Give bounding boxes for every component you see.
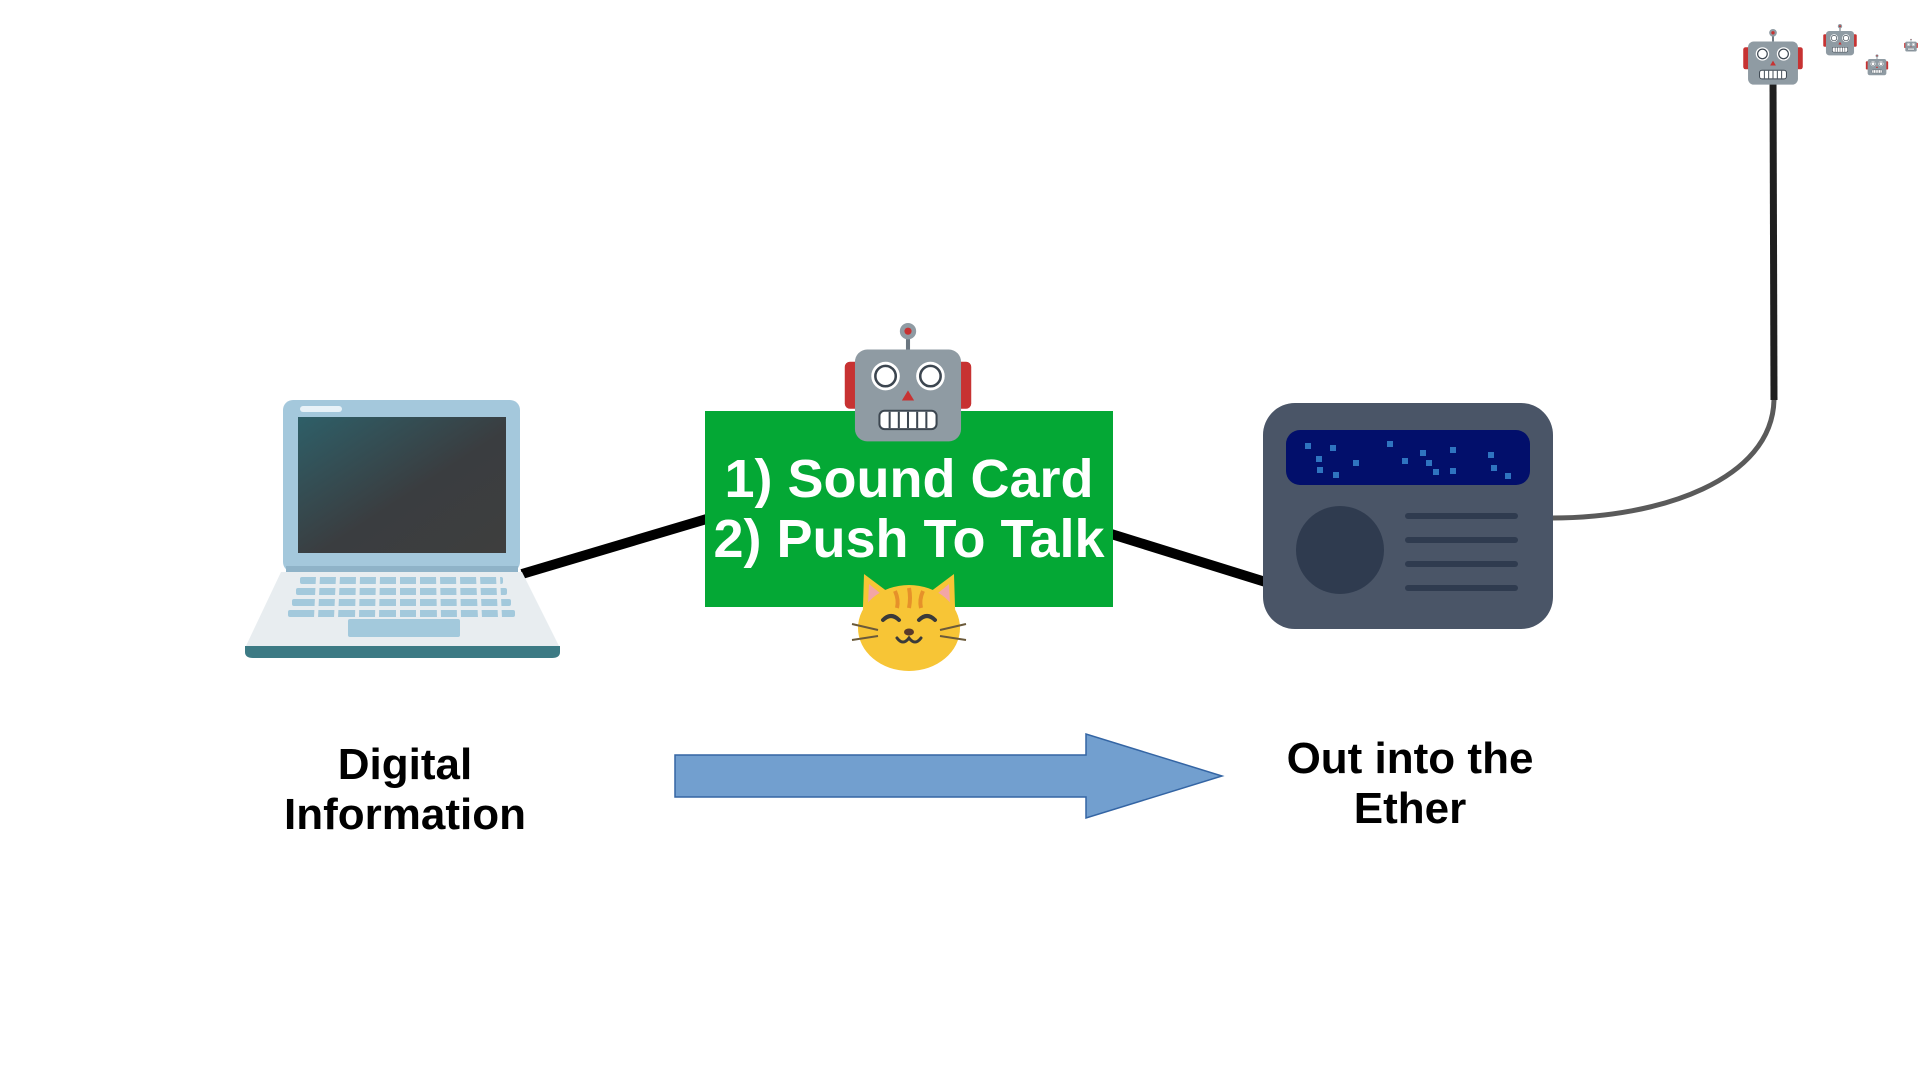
cable-laptop-to-modem — [520, 513, 712, 579]
cat-face-icon — [851, 574, 967, 671]
out-into-ether-label: Out into the Ether — [1215, 734, 1605, 834]
laptop-icon — [245, 400, 560, 658]
robot-icon — [845, 323, 971, 441]
modem-label-line-1: 1) Sound Card — [724, 449, 1094, 509]
modem-label-line-2: 2) Push To Talk — [713, 509, 1105, 569]
digital-label-line-2: Information — [284, 790, 526, 839]
sound-card-ptt-box: 1) Sound Card 2) Push To Talk — [705, 411, 1113, 607]
antenna-icon — [1551, 75, 1778, 521]
ether-label-line-2: Ether — [1353, 784, 1467, 833]
digital-information-label: Digital Information — [220, 740, 590, 840]
digital-label-line-1: Digital — [337, 740, 473, 789]
radio-icon — [1263, 403, 1553, 629]
ether-label-line-1: Out into the — [1286, 734, 1534, 783]
cable-modem-to-radio — [1106, 528, 1274, 589]
direction-arrow — [674, 732, 1225, 820]
